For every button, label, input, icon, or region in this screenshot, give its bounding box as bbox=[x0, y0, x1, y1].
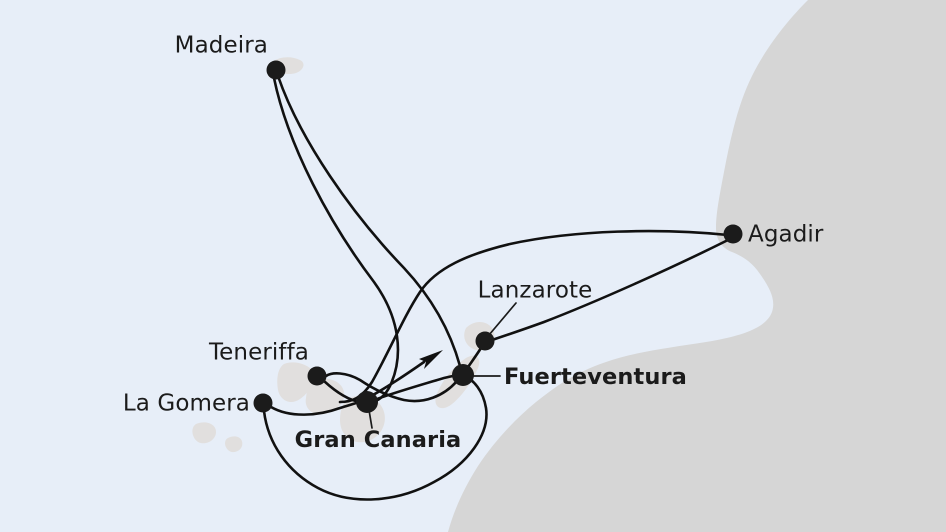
port-dot-grancanaria[interactable] bbox=[356, 391, 378, 413]
port-dot-lanzarote[interactable] bbox=[475, 331, 495, 351]
route-leg-agadir-lanzarote bbox=[490, 237, 732, 342]
route-leg-madeira-fuerteventura-outer bbox=[276, 74, 462, 368]
port-dot-teneriffa[interactable] bbox=[307, 366, 327, 386]
direction-arrow-northeast bbox=[419, 350, 443, 369]
island-small-southwest bbox=[225, 436, 243, 453]
port-label-grancanaria[interactable]: Gran Canaria bbox=[294, 426, 462, 453]
port-label-lanzarote[interactable]: Lanzarote bbox=[477, 277, 593, 304]
route-leg-agadir-fuerteventura bbox=[338, 229, 730, 404]
port-label-teneriffa[interactable]: Teneriffa bbox=[208, 339, 309, 366]
label-leader-lines bbox=[368, 302, 517, 429]
port-label-agadir[interactable]: Agadir bbox=[748, 221, 824, 248]
port-label-madeira[interactable]: Madeira bbox=[174, 32, 268, 59]
leader-lanzarote bbox=[488, 302, 517, 336]
island-la-gomera bbox=[192, 422, 216, 444]
port-label-lagomera[interactable]: La Gomera bbox=[122, 390, 250, 417]
leader-grancanaria bbox=[368, 409, 373, 429]
port-dot-agadir[interactable] bbox=[723, 224, 743, 244]
island-teneriffa bbox=[277, 362, 316, 403]
port-dot-lagomera[interactable] bbox=[253, 393, 273, 413]
mainland-africa bbox=[448, 0, 946, 532]
route-leg-lagomera-grancanaria bbox=[269, 400, 362, 416]
island-teneriffa-south bbox=[305, 378, 345, 415]
route-leg-lagomera-fuerteventura-loop bbox=[262, 375, 488, 501]
port-label-fuerteventura[interactable]: Fuerteventura bbox=[504, 363, 687, 390]
port-dot-fuerteventura[interactable] bbox=[452, 364, 474, 386]
port-dot-madeira[interactable] bbox=[266, 60, 286, 80]
port-dots bbox=[253, 60, 743, 413]
